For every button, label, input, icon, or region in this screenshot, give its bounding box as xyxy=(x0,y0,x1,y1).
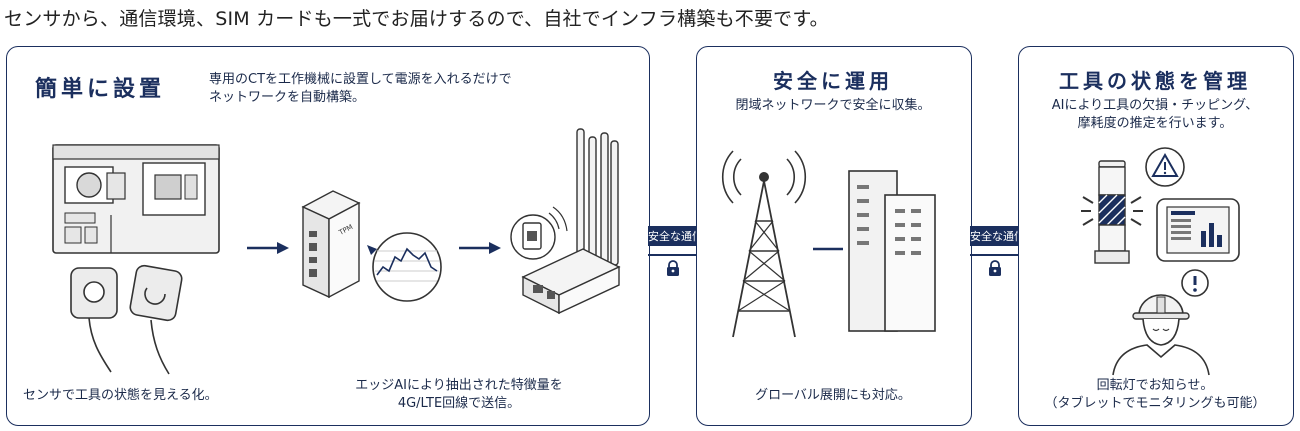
caption-edge-line1: エッジAIにより抽出された特徴量を xyxy=(355,378,563,393)
panel-description-line2: ネットワークを自動構築。 xyxy=(209,90,366,105)
panel-description-line1: AIにより工具の欠損・チッピング、 xyxy=(1051,98,1259,113)
panel-easy-install: 簡単に設置 専用のCTを工作機械に設置して電源を入れるだけで ネットワークを自動… xyxy=(6,46,650,426)
caption-sensor: センサで工具の状態を見える化。 xyxy=(23,388,218,403)
panel-secure-operation: 安全に運用 閉域ネットワークで安全に収集。 xyxy=(696,46,972,426)
worker-icon xyxy=(1112,269,1210,376)
lock-icon xyxy=(989,260,1001,276)
panel-title: 安全に運用 xyxy=(773,69,893,93)
headline: センサから、通信環境、SIM カードも一式でお届けするので、自社でインフラ構築も… xyxy=(4,8,829,30)
ct-sensor-icon xyxy=(70,264,183,375)
network-line xyxy=(813,247,843,251)
connection-line xyxy=(648,254,698,256)
lte-router-icon xyxy=(510,128,621,315)
warning-icon xyxy=(1145,147,1185,187)
arrow-right-icon xyxy=(459,242,501,254)
panel-description-line1: 専用のCTを工作機械に設置して電源を入れるだけで xyxy=(209,72,512,87)
panel-title: 簡単に設置 xyxy=(35,77,166,102)
secure-connection-badge: 安全な通信 xyxy=(970,226,1025,276)
caption-alert-line2: （タブレットでモニタリングも可能） xyxy=(1044,396,1266,411)
connection-line xyxy=(970,254,1020,256)
cell-tower-icon xyxy=(721,150,807,338)
machine-tool-illustration xyxy=(52,144,220,254)
edge-device-icon: TPM xyxy=(301,190,361,299)
signal-tower-light-icon xyxy=(1081,160,1143,264)
panel-tool-management: 工具の状態を管理 AIにより工具の欠損・チッピング、 摩耗度の推定を行います。 xyxy=(1018,46,1294,426)
caption-global: グローバル展開にも対応。 xyxy=(755,388,911,403)
panel-description-line2: 摩耗度の推定を行います。 xyxy=(1077,116,1233,131)
lock-icon xyxy=(667,260,679,276)
caption-alert-line1: 回転灯でお知らせ。 xyxy=(1096,378,1214,393)
data-center-building-icon xyxy=(848,170,936,332)
caption-edge-line2: 4G/LTE回線で送信。 xyxy=(397,396,521,411)
secure-connection-label: 安全な通信 xyxy=(970,226,1025,246)
panel-description: 閉域ネットワークで安全に収集。 xyxy=(735,98,931,113)
secure-connection-label: 安全な通信 xyxy=(648,226,703,246)
tablet-icon xyxy=(1156,198,1240,262)
panel-title: 工具の状態を管理 xyxy=(1059,69,1251,93)
waveform-icon xyxy=(367,232,442,302)
arrow-right-icon xyxy=(247,242,289,254)
secure-connection-badge: 安全な通信 xyxy=(648,226,703,276)
